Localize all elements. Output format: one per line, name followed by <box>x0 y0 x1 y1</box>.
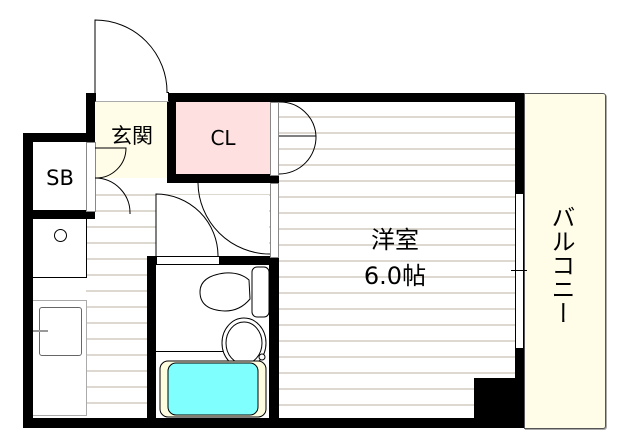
corridor-partition <box>270 183 279 258</box>
western-room-label: 洋室 <box>371 226 419 254</box>
closet-label: CL <box>210 126 236 150</box>
wall-sb-bottom <box>23 210 95 219</box>
bath-divider <box>156 351 228 352</box>
window-center-mark <box>511 270 527 271</box>
wall-entrance-left <box>86 93 95 142</box>
window <box>515 193 524 349</box>
washer-area <box>33 300 87 416</box>
wall-closet-bottom <box>167 174 279 183</box>
pillar <box>474 378 524 428</box>
wall-bath-top <box>218 256 279 265</box>
bath-door-frame <box>156 256 220 265</box>
entrance-floor <box>95 102 167 178</box>
entrance-label: 玄関 <box>111 124 153 148</box>
shoe-box <box>33 142 89 210</box>
wall-top-main <box>167 93 524 102</box>
wall-sb-top <box>23 133 95 142</box>
kitchen-counter <box>33 218 87 278</box>
shoe-box-label: SB <box>46 166 74 190</box>
sb-door-frame <box>86 142 96 212</box>
western-room-size: 6.0帖 <box>363 262 427 290</box>
balcony <box>524 93 606 429</box>
closet-door-frame <box>270 102 279 176</box>
wall-left-outer <box>23 133 33 428</box>
wall-closet-left <box>167 93 176 183</box>
closet <box>176 102 270 174</box>
balcony-label: バルコニー <box>547 205 575 325</box>
wall-bath-right <box>269 256 279 428</box>
stove-burner-icon <box>54 229 67 242</box>
western-room-floor <box>275 102 515 418</box>
wall-bath-left <box>147 256 156 428</box>
